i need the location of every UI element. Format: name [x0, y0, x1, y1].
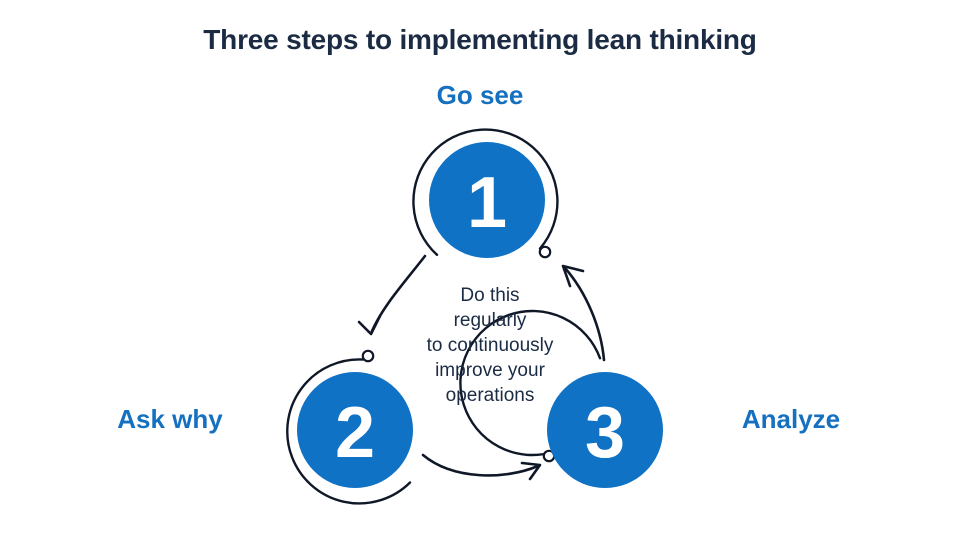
flow-arrow-2-to-3 [421, 453, 542, 481]
step-2-ring-dot [361, 349, 375, 363]
step-3-number: 3 [585, 393, 625, 473]
step-node-2[interactable]: 2 [286, 349, 413, 505]
step-2-circle [297, 372, 413, 488]
flow-arrow-3-to-1-head [561, 264, 585, 288]
step-1-number: 1 [467, 163, 507, 243]
step-1-ring-dot [538, 245, 552, 259]
step-node-1[interactable]: 1 [412, 128, 559, 259]
step-3-circle [547, 372, 663, 488]
step-node-3[interactable]: 3 [459, 309, 663, 488]
center-note-line-4: improve your [435, 360, 545, 381]
page-title: Three steps to implementing lean thinkin… [203, 24, 757, 55]
flow-arrow-1-to-2 [357, 254, 427, 336]
step-3-ring-arc [459, 309, 602, 457]
step-1-ring-arc [412, 128, 559, 256]
center-note: Do this regularly to continuously improv… [380, 283, 600, 408]
step-2-ring-arc [286, 358, 412, 505]
step-label-analyze: Analyze [741, 404, 841, 434]
flow-arrow-3-to-1 [561, 264, 606, 362]
flow-arrow-1-to-2-head [357, 314, 382, 336]
flow-arrow-2-to-3-path [421, 453, 540, 477]
flow-arrow-2-to-3-head [520, 461, 542, 481]
step-1-circle [429, 142, 545, 258]
center-note-line-3: to continuously [426, 335, 554, 356]
step-label-ask-why: Ask why [117, 404, 223, 434]
step-2-number: 2 [335, 393, 375, 473]
flow-arrow-3-to-1-path [563, 266, 606, 362]
step-label-go-see: Go see [436, 80, 524, 110]
center-note-line-1: Do this [460, 285, 520, 306]
center-note-line-5: operations [445, 385, 535, 406]
center-note-line-2: regularly [453, 310, 527, 331]
